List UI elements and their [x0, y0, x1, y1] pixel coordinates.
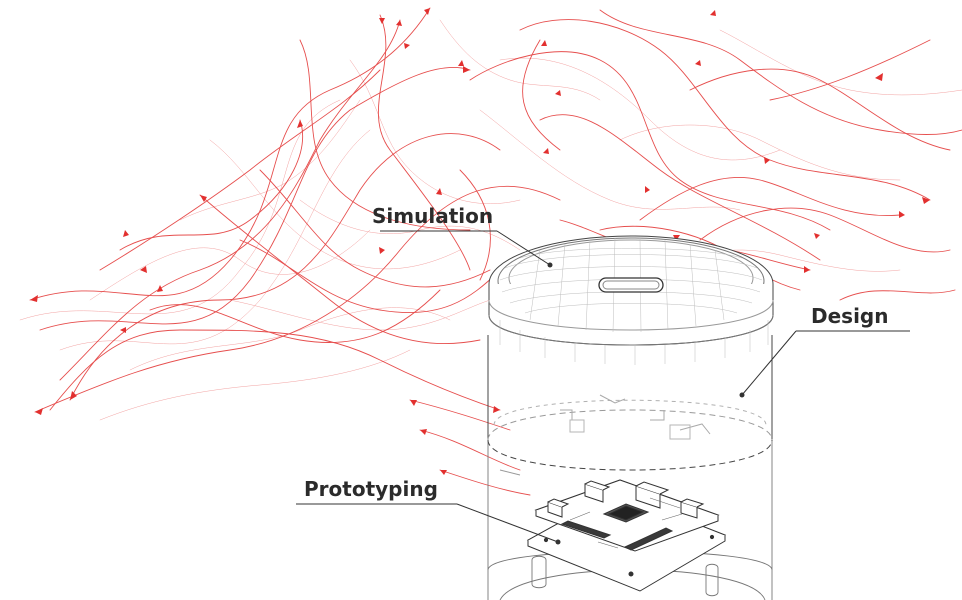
callout-prototyping: Prototyping — [296, 477, 561, 545]
label-design: Design — [811, 304, 888, 328]
enclosure-lid — [488, 235, 774, 365]
circuit-board — [526, 479, 727, 592]
callout-design: Design — [739, 304, 910, 398]
label-simulation: Simulation — [372, 204, 493, 228]
label-prototyping: Prototyping — [304, 477, 438, 501]
callout-simulation: Simulation — [372, 204, 553, 268]
enclosure-shell — [487, 335, 773, 476]
cylindrical-enclosure — [487, 235, 774, 600]
flow-streamlines — [19, 7, 962, 496]
